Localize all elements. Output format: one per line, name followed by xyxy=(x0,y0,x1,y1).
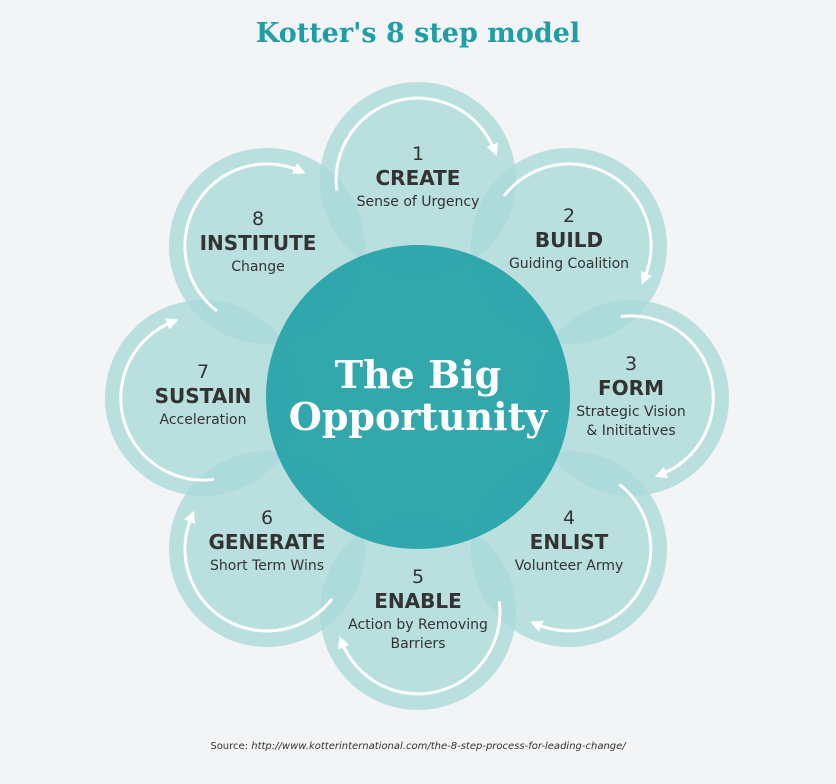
step-number-3: 3 xyxy=(625,353,637,375)
diagram-title: Kotter's 8 step model xyxy=(255,18,581,49)
step-desc-2-1: Guiding Coalition xyxy=(509,256,629,272)
center-circle xyxy=(266,245,570,549)
step-desc-7-1: Acceleration xyxy=(160,412,247,428)
cycle-arrow-step-3 xyxy=(620,314,715,479)
step-number-1: 1 xyxy=(412,143,424,165)
step-desc-6-1: Short Term Wins xyxy=(210,558,324,574)
arrow-layer xyxy=(119,96,715,696)
petal-step-5 xyxy=(320,514,516,710)
step-desc-5-1: Action by Removing xyxy=(348,617,488,633)
source-note: Source: http://www.kotterinternational.c… xyxy=(0,741,836,752)
step-number-7: 7 xyxy=(197,361,209,383)
petal-layer xyxy=(105,82,729,710)
source-url: http://www.kotterinternational.com/the-8… xyxy=(251,741,626,752)
cycle-arrow-step-7 xyxy=(119,318,215,482)
step-number-5: 5 xyxy=(412,566,424,588)
step-number-8: 8 xyxy=(252,208,264,230)
step-name-6: GENERATE xyxy=(208,530,325,554)
step-desc-3-2: & Inititatives xyxy=(586,423,675,439)
step-name-7: SUSTAIN xyxy=(155,384,252,408)
step-name-2: BUILD xyxy=(535,228,603,252)
petal-step-7 xyxy=(105,300,301,496)
petal-step-3 xyxy=(533,300,729,496)
step-name-8: INSTITUTE xyxy=(200,231,317,255)
center-title-line2: Opportunity xyxy=(289,394,548,439)
step-number-2: 2 xyxy=(563,205,575,227)
cycle-arrow-step-6 xyxy=(183,510,334,633)
petal-step-1 xyxy=(320,82,516,278)
step-desc-1-1: Sense of Urgency xyxy=(357,194,480,210)
cycle-arrow-step-4 xyxy=(530,483,653,633)
cycle-arrow-step-8 xyxy=(183,162,306,313)
step-number-4: 4 xyxy=(563,507,575,529)
cycle-arrow-step-1 xyxy=(334,96,498,191)
step-desc-3-1: Strategic Vision xyxy=(576,404,686,420)
step-number-6: 6 xyxy=(261,507,273,529)
step-name-1: CREATE xyxy=(376,166,461,190)
cycle-arrow-step-5 xyxy=(338,601,502,696)
cycle-arrow-step-2 xyxy=(502,162,653,285)
step-name-4: ENLIST xyxy=(530,530,609,554)
step-name-5: ENABLE xyxy=(374,589,462,613)
center-title-line1: The Big xyxy=(335,352,501,397)
step-desc-8-1: Change xyxy=(231,259,285,275)
source-label: Source: xyxy=(210,741,249,752)
step-desc-5-2: Barriers xyxy=(390,636,445,652)
step-desc-4-1: Volunteer Army xyxy=(515,558,624,574)
step-name-3: FORM xyxy=(598,376,664,400)
